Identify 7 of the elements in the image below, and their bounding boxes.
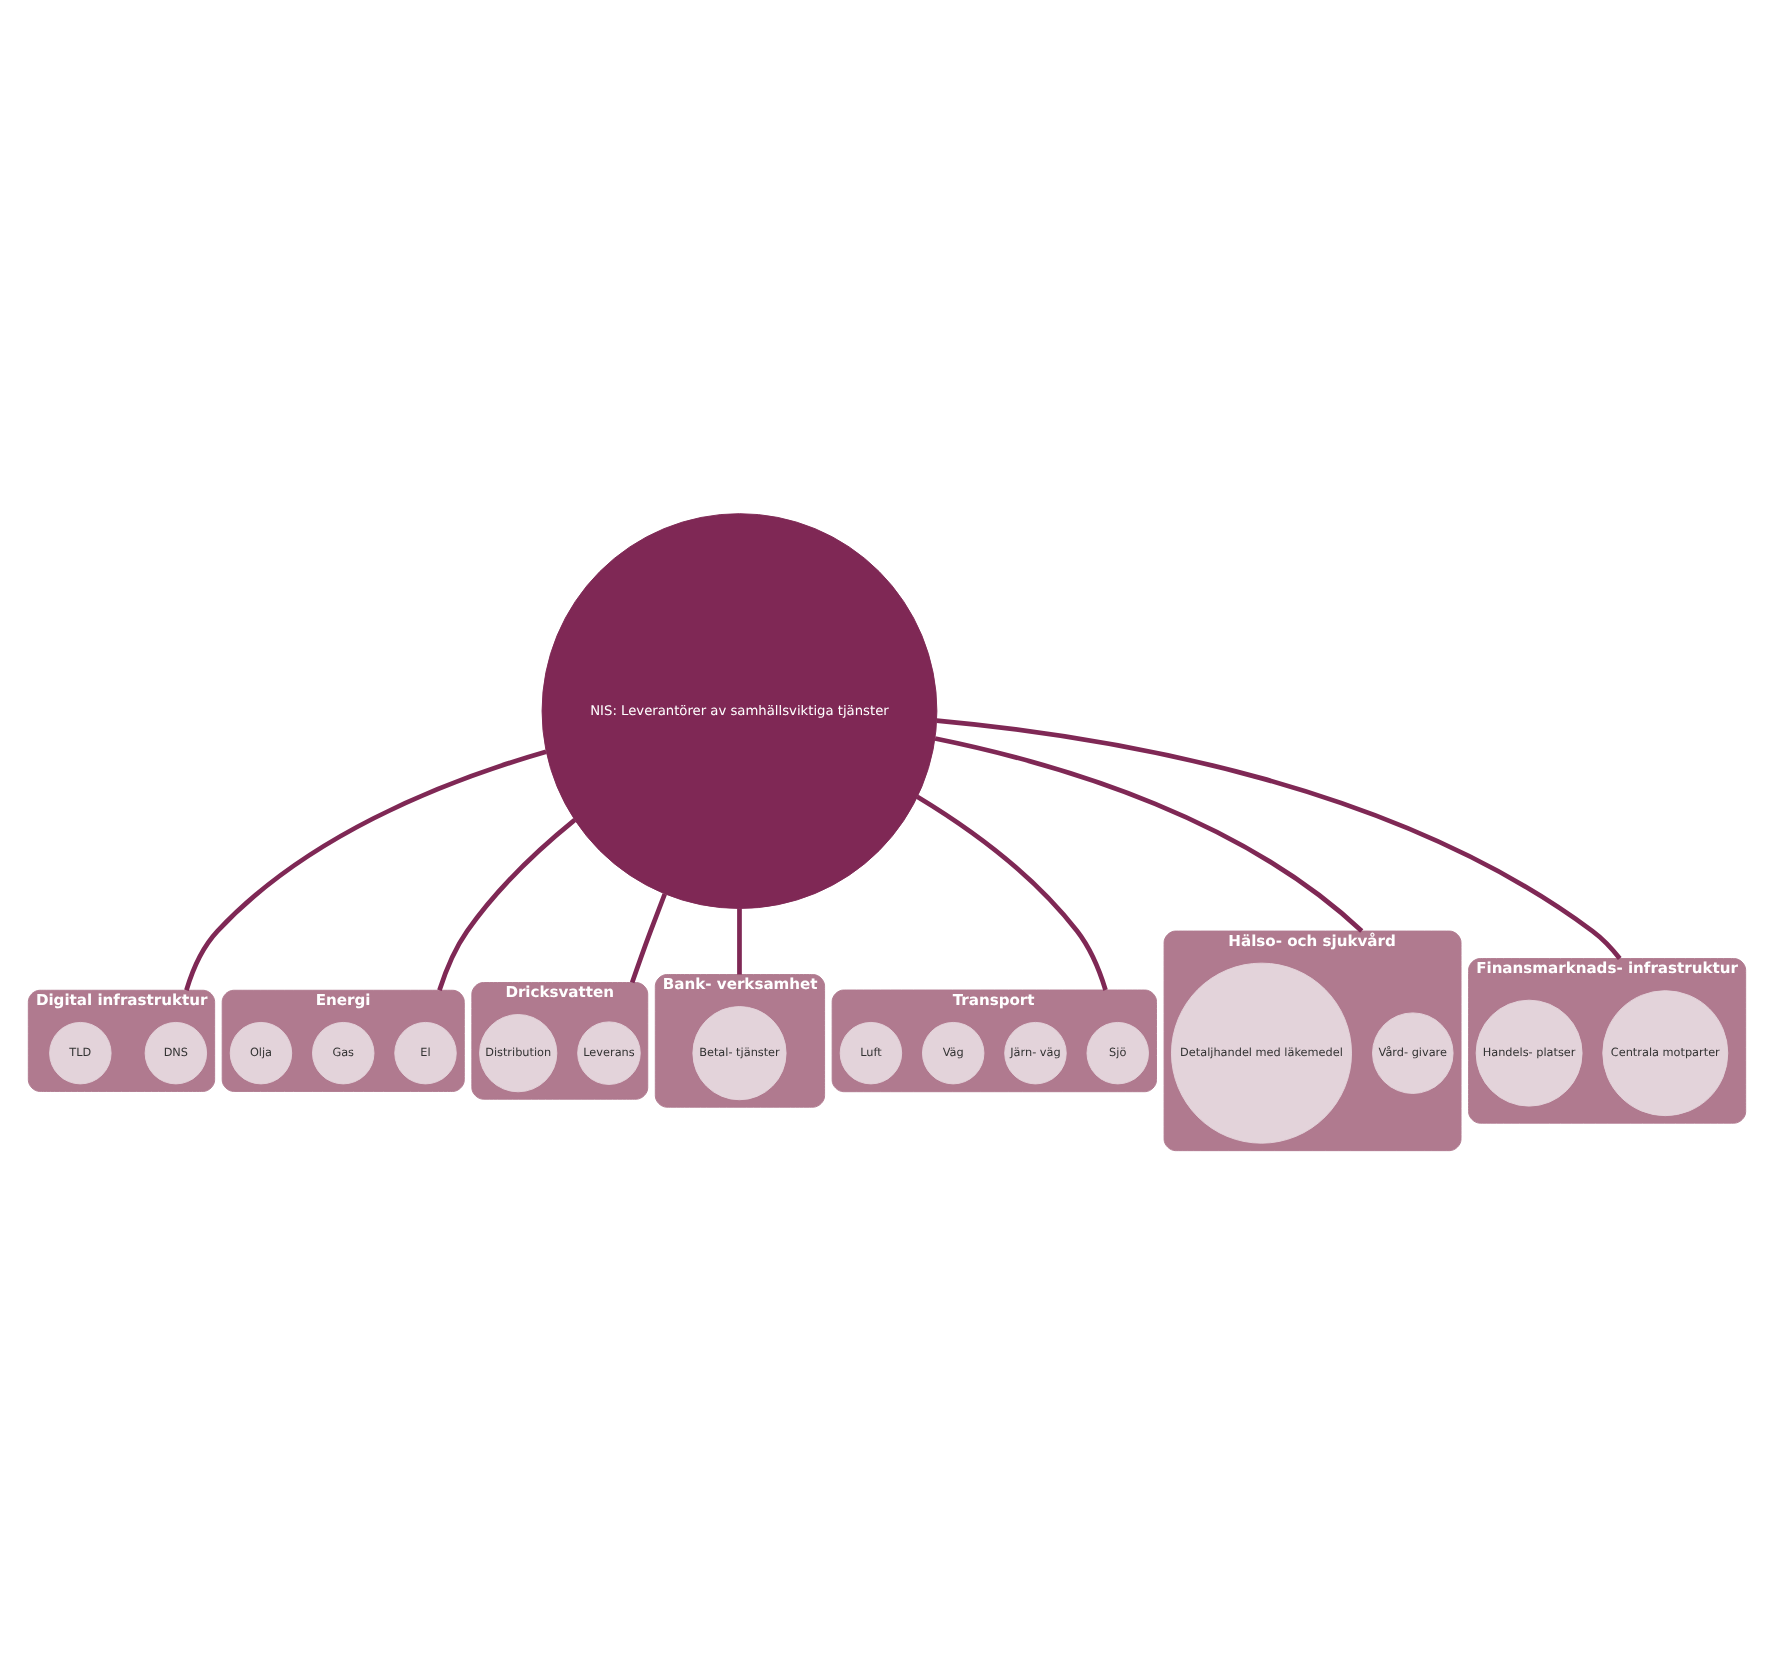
connector — [437, 818, 577, 991]
connector — [629, 893, 667, 984]
connector — [184, 749, 547, 991]
connector — [916, 794, 1108, 991]
connector — [934, 736, 1364, 933]
connector — [737, 908, 742, 975]
connector — [936, 718, 1622, 961]
